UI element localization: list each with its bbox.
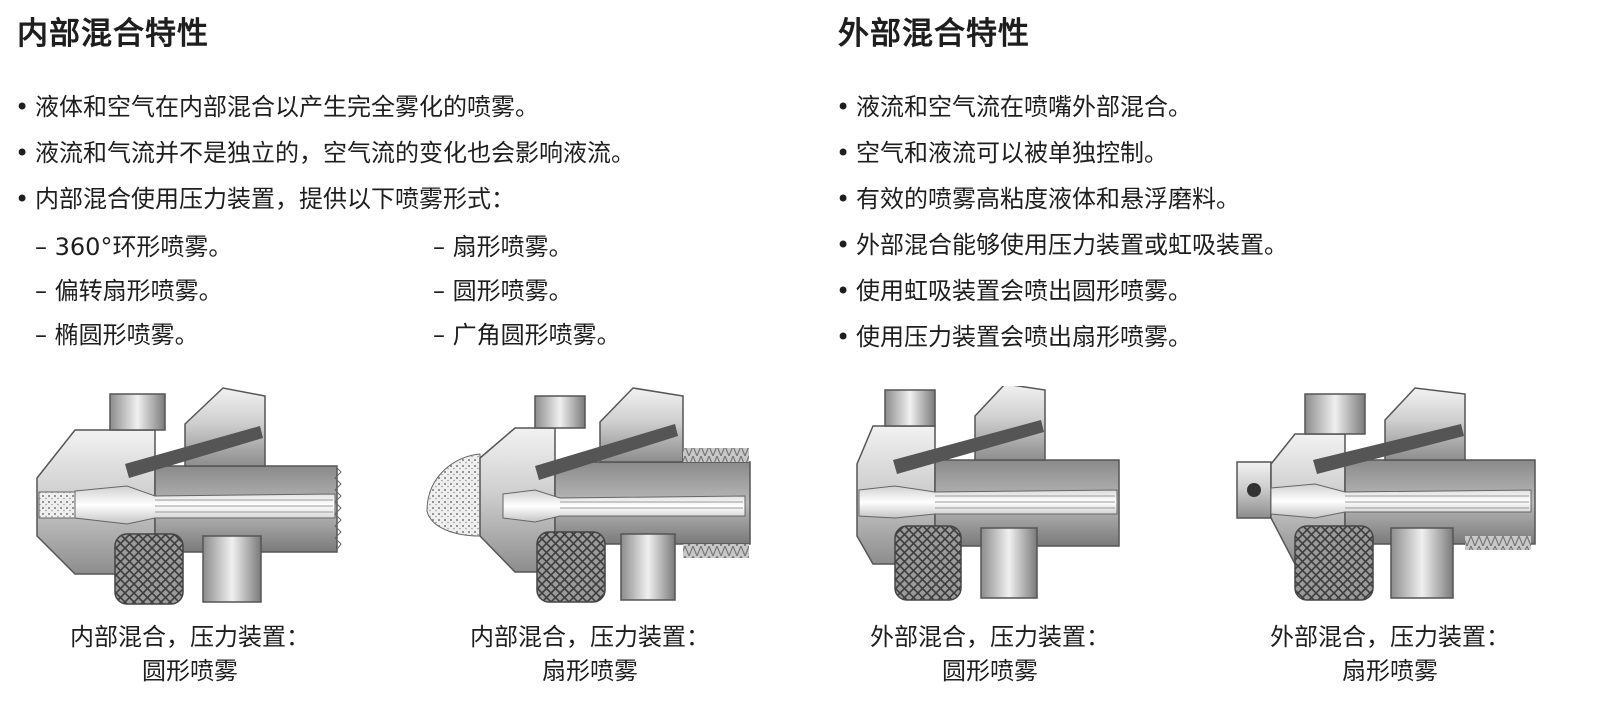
caption-line-1: 内部混合，压力装置： (470, 623, 710, 651)
spray-pattern-item: – 偏转扇形喷雾。 (35, 277, 223, 305)
bullet-dot: • (836, 277, 851, 305)
nozzle-diagram-internal-round (36, 387, 342, 605)
bullet-text: 使用压力装置会喷出扇形喷雾。 (856, 323, 1192, 351)
bullet-item: •液流和空气流在喷嘴外部混合。 (836, 84, 1288, 130)
bullet-text: 液流和气流并不是独立的，空气流的变化也会影响液流。 (35, 139, 635, 167)
spray-pattern-item: – 椭圆形喷雾。 (35, 321, 199, 349)
bullet-text: 外部混合能够使用压力装置或虹吸装置。 (856, 231, 1288, 259)
nozzle-diagram-external-round (856, 386, 1120, 601)
bullet-dot: • (836, 231, 851, 259)
bullet-text: 液流和空气流在喷嘴外部混合。 (856, 93, 1192, 121)
diagram-caption: 内部混合，压力装置： 圆形喷雾 (55, 620, 325, 688)
bullet-text: 内部混合使用压力装置，提供以下喷雾形式： (35, 185, 515, 213)
bullet-item: •液体和空气在内部混合以产生完全雾化的喷雾。 (15, 84, 635, 130)
bullet-dot: • (836, 139, 851, 167)
bullet-dot: • (15, 139, 30, 167)
internal-mix-bullets: •液体和空气在内部混合以产生完全雾化的喷雾。 •液流和气流并不是独立的，空气流的… (15, 84, 635, 222)
caption-line-1: 内部混合，压力装置： (70, 623, 310, 651)
bullet-text: 空气和液流可以被单独控制。 (856, 139, 1168, 167)
diagram-caption: 外部混合，压力装置： 扇形喷雾 (1255, 620, 1525, 688)
bullet-item: •内部混合使用压力装置，提供以下喷雾形式： (15, 176, 635, 222)
bullet-item: •使用压力装置会喷出扇形喷雾。 (836, 314, 1288, 360)
caption-line-2: 扇形喷雾 (1342, 657, 1438, 685)
caption-line-1: 外部混合，压力装置： (1270, 623, 1510, 651)
bullet-text: 使用虹吸装置会喷出圆形喷雾。 (856, 277, 1192, 305)
caption-line-2: 扇形喷雾 (542, 657, 638, 685)
spray-pattern-item: – 扇形喷雾。 (433, 233, 573, 261)
bullet-dot: • (836, 185, 851, 213)
bullet-dot: • (15, 93, 30, 121)
nozzle-diagram-internal-fan (426, 387, 751, 603)
bullet-item: •外部混合能够使用压力装置或虹吸装置。 (836, 222, 1288, 268)
internal-mix-title: 内部混合特性 (17, 16, 209, 52)
bullet-text: 液体和空气在内部混合以产生完全雾化的喷雾。 (35, 93, 539, 121)
caption-line-2: 圆形喷雾 (142, 657, 238, 685)
bullet-dot: • (836, 323, 851, 351)
spray-pattern-item: – 360°环形喷雾。 (35, 233, 233, 261)
diagram-caption: 内部混合，压力装置： 扇形喷雾 (455, 620, 725, 688)
bullet-item: •液流和气流并不是独立的，空气流的变化也会影响液流。 (15, 130, 635, 176)
bullet-dot: • (836, 93, 851, 121)
bullet-text: 有效的喷雾高粘度液体和悬浮磨料。 (856, 185, 1240, 213)
external-mix-bullets: •液流和空气流在喷嘴外部混合。 •空气和液流可以被单独控制。 •有效的喷雾高粘度… (836, 84, 1288, 360)
diagram-caption: 外部混合，压力装置： 圆形喷雾 (855, 620, 1125, 688)
nozzle-diagram-external-fan (1236, 387, 1536, 601)
spray-pattern-item: – 广角圆形喷雾。 (433, 321, 621, 349)
bullet-item: •使用虹吸装置会喷出圆形喷雾。 (836, 268, 1288, 314)
external-mix-title: 外部混合特性 (838, 16, 1030, 52)
bullet-item: •有效的喷雾高粘度液体和悬浮磨料。 (836, 176, 1288, 222)
caption-line-1: 外部混合，压力装置： (870, 623, 1110, 651)
caption-line-2: 圆形喷雾 (942, 657, 1038, 685)
bullet-dot: • (15, 185, 30, 213)
spray-pattern-item: – 圆形喷雾。 (433, 277, 573, 305)
bullet-item: •空气和液流可以被单独控制。 (836, 130, 1288, 176)
